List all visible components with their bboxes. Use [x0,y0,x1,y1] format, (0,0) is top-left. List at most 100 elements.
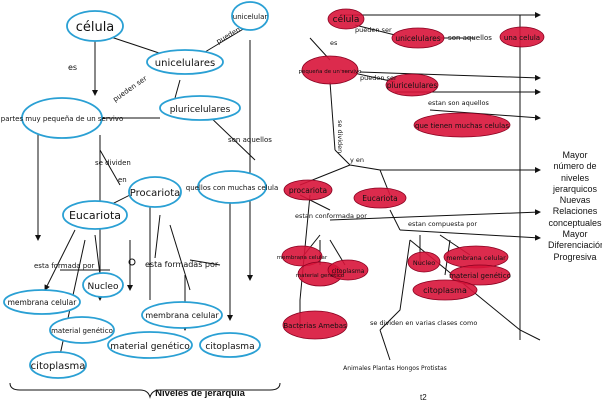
cloud-eucariota [62,200,128,230]
r-link-pueden-ser-2: pueden ser [360,74,397,82]
r-link-pueden-ser: pueden ser [355,26,392,34]
r-link-se-dividen: se dividen [336,120,344,153]
legend-line: Mayor [562,229,588,240]
link-pueden: pueden [215,26,242,46]
link-esta-formadas-por: esta formadas por [145,260,219,269]
r-node-eucariota: Eucariota [362,194,398,203]
cloud-partes [21,97,103,139]
r-node-celula: célula [333,14,360,25]
cloud-membrana-celular-2 [141,301,223,329]
link-pueden-ser: pueden ser [112,74,149,103]
blob-eucariota [353,187,407,209]
legend-line: Diferenciación [548,240,602,251]
cloud-unicelular [231,1,269,31]
node-unicelulares: unicelulares [155,58,215,69]
r-node-unicelulares: unicelulares [395,34,440,43]
blob-citoplasma [327,259,369,281]
node-citoplasma-2: citoplasma [205,342,254,352]
r-node-membrana-celular-2: membrana celular [446,254,506,262]
cloud-citoplasma-2 [199,332,261,358]
link-esta-formada-por: esta formada por [34,262,95,270]
legend-line: conceptuales [548,217,602,228]
blob-citoplasma-2 [412,279,478,301]
left-bracket [9,382,281,399]
right-caption: t2 [420,393,427,402]
node-partes: partes muy pequeña de un servivo [1,115,123,123]
legend-line: jerarquicos [552,183,598,194]
blob-nucleo [407,251,441,273]
r-node-reinos: Animales Plantas Hongos Protistas [343,365,447,372]
cloud-material-genetico-small [49,316,115,344]
r-link-son-aquellos: estan son aquellos [428,99,489,107]
right-blobs [281,8,545,340]
cloud-citoplasma-small [29,351,87,379]
cloud-membrana-celular [3,289,81,315]
r-link-se-dividen-clases: se dividen en varias clases como [370,319,477,327]
blob-una-celula [499,26,545,48]
right-node-labels: célula unicelulares son aquellos una cel… [277,14,540,372]
left-clouds [3,1,269,379]
r-node-material-genetico-2: material genético [449,272,511,280]
r-node-muchas-celulas: que tienen muchas celulas [415,122,509,130]
legend-line: Nuevas [559,195,591,206]
r-node-citoplasma-2: citoplasma [423,286,467,295]
link-en: en [118,176,127,184]
r-node-son-aquellos-una: son aquellos [448,34,492,42]
node-quellos: quellos con muchas celula [186,184,279,192]
r-node-pluricelulares: pluricelulares [387,81,438,90]
node-unicelular: unicelular [233,13,268,21]
blob-pluricelulares [385,73,439,97]
blob-muchas-celulas [413,112,511,138]
link-se-dividen: se dividen [95,159,131,167]
r-node-bacterias: Bacterias Amebas [283,322,347,330]
node-membrana-celular: membrana celular [8,298,78,307]
cloud-procariota [128,176,182,208]
node-citoplasma-small: citoplasma [31,361,86,372]
right-link-labels: es pueden ser pueden ser estan son aquel… [295,26,489,327]
r-node-nucleo: Nucleo [413,259,435,267]
blob-bacterias [282,310,348,340]
blob-un-servivo [301,55,359,85]
link-son-aquellos: son aquellos [228,136,272,144]
r-link-estan-compuesta-por: estan compuesta por [408,220,477,228]
r-node-material-genetico: material genético [296,272,345,279]
node-procariota: Procariota [130,188,181,199]
cloud-quellos [197,170,267,204]
blob-celula [327,8,365,30]
legend-line: Progresiva [553,251,597,262]
node-material-genetico-2: material genético [110,341,190,352]
node-membrana-celular-2: membrana celular [145,311,219,320]
blob-procariota [283,179,333,201]
legend-line: Mayor [562,150,588,160]
legend-line: niveles [560,172,589,183]
cloud-unicelulares [146,49,224,75]
r-node-una-celula: una celula [504,34,540,42]
node-material-genetico-small: material genético [51,327,113,335]
legend-line: Relaciones [552,206,598,217]
legend-line: número de [553,161,597,172]
blob-material-genetico-2 [449,264,511,286]
r-node-procariota: procariota [289,186,327,195]
blob-membrana-celular [281,245,323,267]
legend-text: Mayor número de niveles jerarquicos Nuev… [548,150,602,263]
r-node-membrana-celular: membrana celular [277,255,328,261]
r-node-un-servivo: pequeña de un servivo [298,69,362,75]
node-celula: célula [76,20,115,35]
left-caption: Niveles de jerarquía [155,388,245,399]
cloud-celula [66,10,124,42]
node-eucariota: Eucariota [69,209,121,222]
cloud-pluricelulares [159,95,241,121]
r-link-y-en: y en [350,156,364,164]
cloud-nucleo [82,272,124,298]
r-link-es: es [330,39,338,47]
r-node-citoplasma: citoplasma [332,268,365,275]
node-nucleo: Nucleo [88,282,119,292]
blob-unicelulares [391,27,445,49]
node-pluricelulares: pluricelulares [170,105,231,115]
r-link-estan-conformada-por: estan conformada por [295,212,367,220]
cloud-material-genetico-2 [107,331,193,359]
link-es: es [68,63,77,72]
right-concept-map [299,12,541,361]
left-node-labels: célula unicelular unicelulares partes mu… [1,13,278,372]
